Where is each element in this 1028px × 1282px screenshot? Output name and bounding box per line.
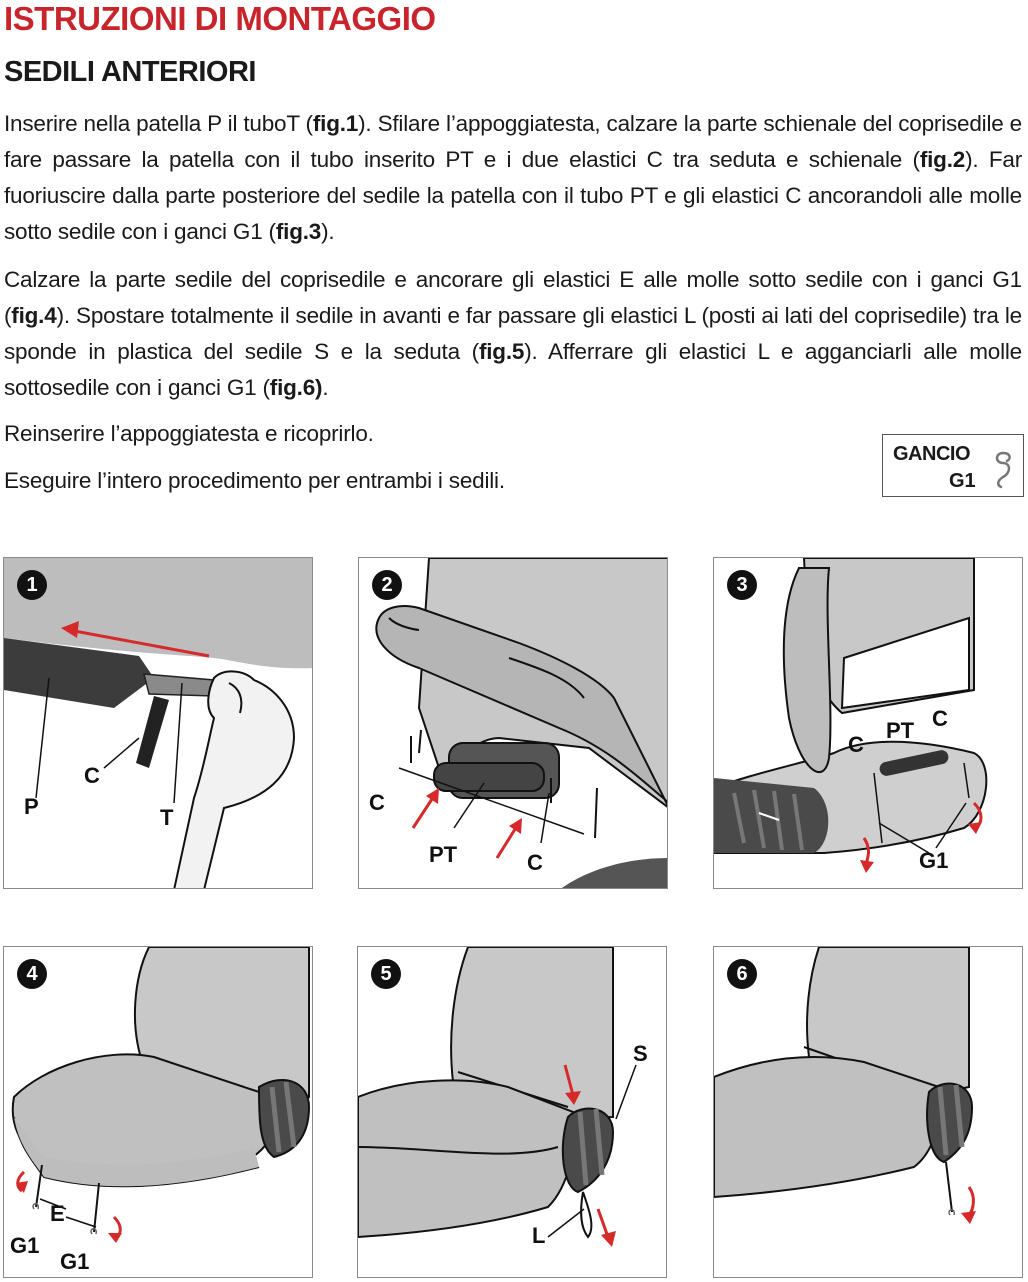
- figure-3-illustration: [714, 558, 1022, 888]
- label-l: L: [532, 1223, 546, 1248]
- text: ). Sfilare l’appoggiatesta, calzare la p…: [4, 111, 1022, 172]
- figure-4: 4 E G1 G1: [3, 946, 313, 1278]
- fig-ref: fig.6): [269, 375, 323, 400]
- text: ). Afferrare gli elastici L e agganciarl…: [4, 339, 1022, 400]
- figure-1: 1 P C T: [3, 557, 313, 889]
- section-title: SEDILI ANTERIORI: [4, 56, 256, 88]
- fig-ref: fig.1: [312, 111, 359, 136]
- instruction-paragraph-3: Reinserire l’appoggiatesta e ricoprirlo.: [4, 421, 374, 446]
- figure-number-badge: 6: [727, 959, 757, 989]
- hook-legend: GANCIO G1: [882, 434, 1024, 497]
- text: Inserire nella patella P il tuboT (: [4, 111, 313, 136]
- hook-legend-line2: G1: [949, 470, 976, 492]
- text: Calzare la parte sedile del coprisedile …: [4, 267, 1022, 328]
- text: .: [322, 375, 329, 400]
- label-p: P: [24, 794, 39, 819]
- figure-1-illustration: [4, 558, 312, 888]
- figure-4-illustration: [4, 947, 312, 1277]
- label-c: C: [84, 763, 100, 788]
- label-s: S: [633, 1041, 648, 1066]
- fig-ref: fig.5: [478, 339, 525, 364]
- figure-5-illustration: [358, 947, 666, 1277]
- fig-ref: fig.3: [275, 219, 322, 244]
- page-title: ISTRUZIONI DI MONTAGGIO: [4, 0, 436, 37]
- label-c: C: [369, 790, 385, 815]
- figure-2-illustration: [359, 558, 667, 888]
- label-g1: G1: [10, 1233, 40, 1258]
- label-c: C: [527, 850, 543, 875]
- label-g1: G1: [919, 848, 949, 873]
- fig-ref: fig.2: [919, 147, 966, 172]
- figure-number-badge: 5: [371, 959, 401, 989]
- figure-5: 5 S L: [357, 946, 667, 1278]
- figure-number-badge: 4: [17, 959, 47, 989]
- label-c: C: [848, 732, 864, 757]
- label-g1: G1: [60, 1249, 90, 1274]
- label-pt: PT: [886, 718, 915, 743]
- instruction-paragraph-4: Eseguire l’intero procedimento per entra…: [4, 468, 505, 493]
- text: ). Far fuoriuscire dalla parte posterior…: [4, 147, 1023, 244]
- instruction-paragraph-1: Inserire nella patella P il tuboT (fig.1…: [4, 106, 1022, 250]
- label-e: E: [50, 1201, 65, 1226]
- figure-number-badge: 1: [17, 570, 47, 600]
- figure-6-illustration: [714, 947, 1022, 1277]
- hook-icon: [995, 451, 1011, 489]
- figure-number-badge: 2: [372, 570, 402, 600]
- figure-6: 6: [713, 946, 1023, 1278]
- label-t: T: [160, 805, 174, 830]
- hook-legend-line1: GANCIO: [893, 443, 971, 465]
- figure-2: 2 C PT C: [358, 557, 668, 889]
- text: ).: [321, 219, 335, 244]
- fig-ref: fig.4: [11, 303, 57, 328]
- figure-3: 3 C PT C G1: [713, 557, 1023, 889]
- text: ). Spostare totalmente il sedile in avan…: [4, 303, 1022, 364]
- label-pt: PT: [429, 842, 458, 867]
- instruction-paragraph-2: Calzare la parte sedile del coprisedile …: [4, 262, 1022, 406]
- label-c: C: [932, 706, 948, 731]
- figure-number-badge: 3: [727, 570, 757, 600]
